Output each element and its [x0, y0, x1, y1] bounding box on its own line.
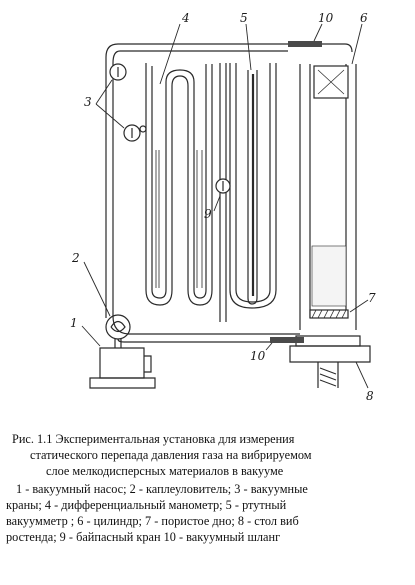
- label-3: 3: [84, 95, 92, 109]
- caption-legend-line-3: вакуумметр ; 6 - цилиндр; 7 - пористое д…: [6, 514, 299, 528]
- label-7: 7: [368, 291, 376, 305]
- vacuum-hose-top: [288, 41, 322, 47]
- label-5: 5: [240, 11, 248, 25]
- vacuum-pump: [99, 347, 145, 379]
- vibrostand-table: [289, 335, 371, 389]
- caption-legend-line-1: 1 - вакуумный насос; 2 - каплеуловитель;…: [16, 482, 308, 496]
- top-horizontal-pipe: [105, 43, 353, 64]
- label-4: 4: [181, 11, 190, 25]
- bottom-pipe: [112, 315, 300, 343]
- figure-caption: Рис. 1.1 Экспериментальная установка для…: [0, 432, 415, 585]
- differential-manometer: [145, 23, 213, 306]
- label-8: 8: [366, 389, 374, 403]
- mercury-vacuum-gauge: [229, 23, 277, 309]
- label-9: 9: [204, 207, 212, 221]
- label-1: 1: [70, 316, 78, 330]
- porous-bottom: [309, 299, 369, 319]
- powder-layer: [311, 245, 347, 307]
- caption-legend-line-2: краны; 4 - дифференциальный манометр; 5 …: [6, 498, 287, 512]
- label-2: 2: [71, 251, 80, 265]
- bypass-valve: [213, 63, 231, 322]
- caption-title-line-1: Рис. 1.1 Экспериментальная установка для…: [12, 432, 295, 446]
- label-6: 6: [360, 11, 368, 25]
- caption-title-line-3: слое мелкодисперсных материалов в вакуум…: [46, 464, 284, 478]
- left-vertical-pipe: [105, 57, 114, 318]
- caption-title-line-2: статического перепада давления газа на в…: [30, 448, 312, 462]
- droplet-catcher: [105, 314, 131, 340]
- caption-legend-line-4: ростенда; 9 - байпасный кран 10 - вакуум…: [6, 530, 281, 544]
- label-10-top: 10: [318, 11, 334, 25]
- label-10-bottom: 10: [250, 349, 266, 363]
- experimental-setup-diagram: 1 2 3 4 5 6 7 8 9 10 10: [70, 11, 376, 403]
- vacuum-hose-bottom: [270, 337, 304, 343]
